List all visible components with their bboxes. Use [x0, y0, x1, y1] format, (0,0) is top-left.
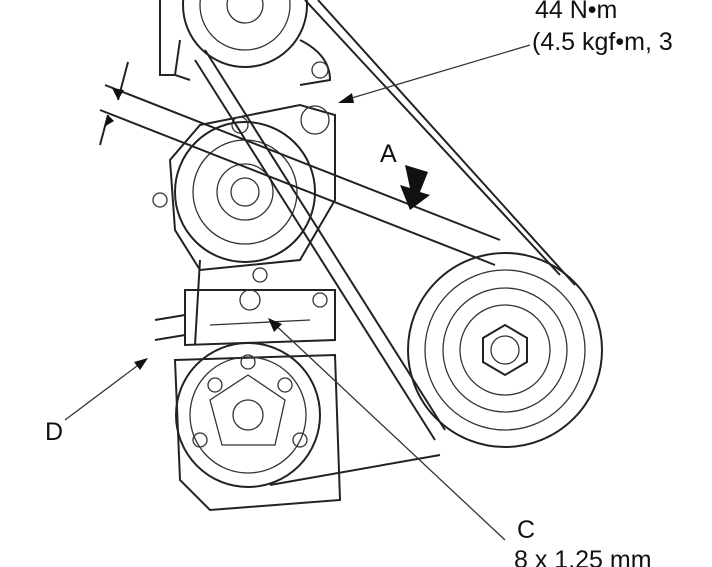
- arrow-a-icon: [400, 165, 430, 210]
- bolt-size: 8 x 1.25 mm: [514, 546, 652, 567]
- bolt-c-leader-line: [269, 319, 506, 541]
- crankshaft-pulley: [407, 252, 603, 448]
- ac-compressor: [154, 267, 342, 512]
- tensioner-pulley: [152, 103, 336, 272]
- label-c: C: [517, 516, 535, 544]
- upper-pulley: [159, 0, 332, 86]
- drive-belt: [194, 0, 576, 486]
- torque-value-alt: (4.5 kgf•m, 3: [532, 28, 673, 56]
- d-leader-line: [64, 359, 146, 421]
- label-d: D: [45, 418, 63, 446]
- label-a: A: [380, 140, 397, 168]
- torque-value: 44 N•m: [535, 0, 617, 24]
- deflection-measure: [99, 61, 501, 266]
- torque-leader-line: [344, 44, 531, 101]
